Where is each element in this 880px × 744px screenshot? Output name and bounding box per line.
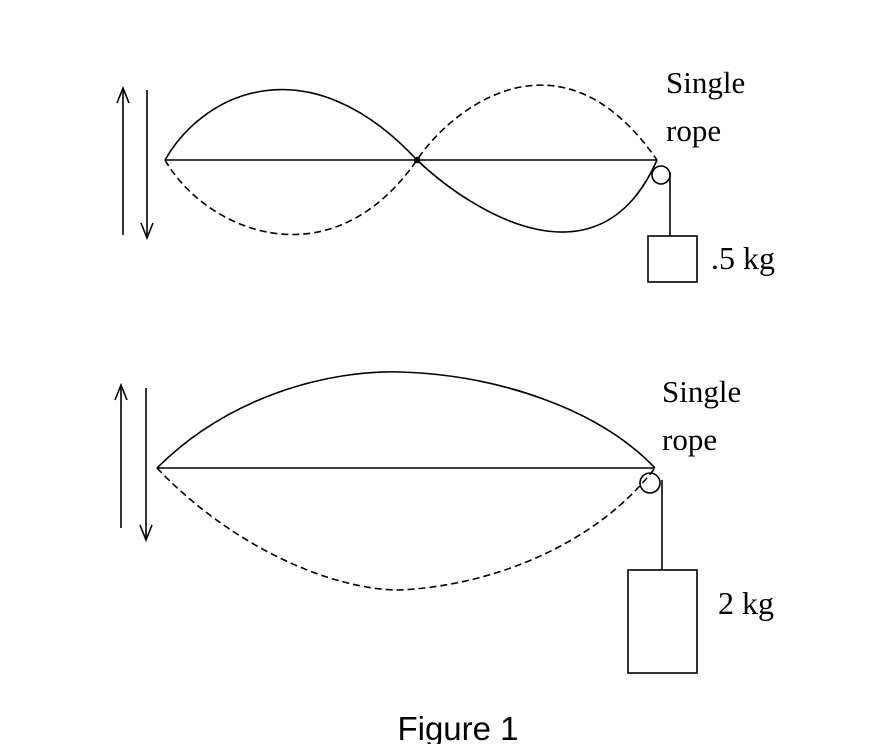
mass-block [647, 235, 698, 283]
rope-label-line1: Single [666, 65, 745, 100]
pulley-icon [639, 472, 661, 494]
wave-node [413, 156, 421, 164]
diagram-top [116, 84, 698, 283]
wave-envelope-solid [156, 371, 656, 469]
oscillation-arrows-icon [114, 382, 153, 543]
mass-block [627, 569, 698, 674]
wave-envelope-solid [164, 88, 658, 233]
pulley-icon [651, 165, 671, 185]
mass-label: 2 kg [718, 585, 774, 621]
figure-caption: Figure 1 [397, 710, 518, 744]
mass-label: .5 kg [711, 240, 775, 276]
diagram-bottom [114, 371, 698, 674]
rope-label-line2: rope [666, 113, 721, 148]
wave-envelope-dashed [164, 84, 658, 236]
rope-label-line1: Single [662, 374, 741, 409]
oscillation-arrows-icon [116, 85, 154, 241]
rope-label-line2: rope [662, 422, 717, 457]
wave-envelope-dashed [156, 467, 656, 591]
